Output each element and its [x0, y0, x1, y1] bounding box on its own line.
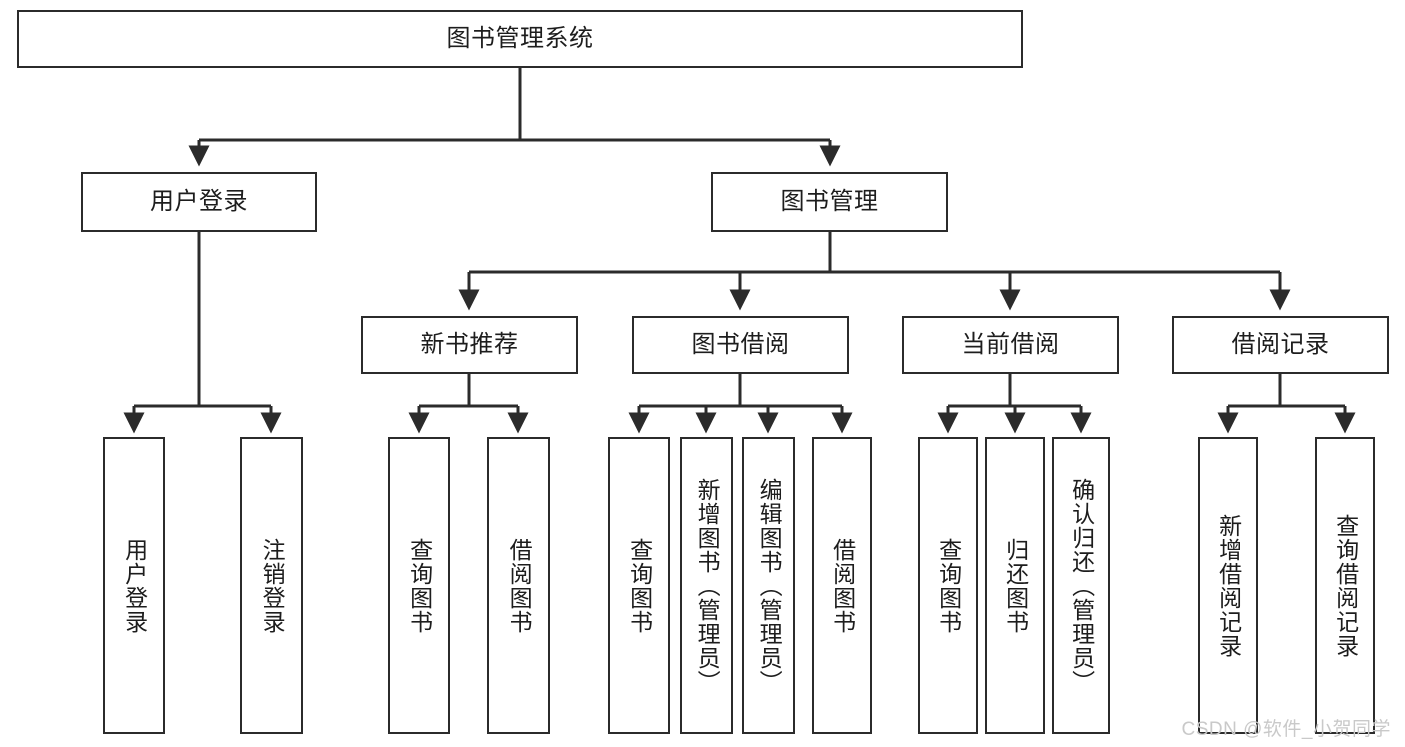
- node-root[interactable]: 图书管理系统: [17, 10, 1023, 68]
- edge-userlogin-to-leaves: [123, 232, 282, 434]
- node-book-borrow-label: 图书借阅: [691, 330, 790, 358]
- node-leaf-logout-label: 注销登录: [259, 537, 286, 634]
- node-leaf-borrow-book-2[interactable]: 借阅图书: [812, 437, 872, 734]
- node-leaf-add-book-label: 新增图书（管理员）: [694, 477, 721, 694]
- node-leaf-return-book[interactable]: 归还图书: [985, 437, 1045, 734]
- edge-root-to-level2: [188, 68, 841, 167]
- node-new-book-recommend-label: 新书推荐: [420, 330, 519, 358]
- node-leaf-query-record[interactable]: 查询借阅记录: [1315, 437, 1375, 734]
- node-book-manage-label: 图书管理: [780, 187, 879, 215]
- node-leaf-query-record-label: 查询借阅记录: [1332, 513, 1359, 658]
- watermark-text: CSDN @软件_小贺同学: [1181, 719, 1391, 740]
- node-leaf-confirm-return[interactable]: 确认归还（管理员）: [1052, 437, 1110, 734]
- node-leaf-borrow-book-2-label: 借阅图书: [829, 537, 856, 634]
- node-leaf-query-book-3-label: 查询图书: [935, 537, 962, 634]
- node-leaf-confirm-return-label: 确认归还（管理员）: [1068, 477, 1095, 694]
- node-current-borrow[interactable]: 当前借阅: [902, 316, 1119, 374]
- node-leaf-edit-book-label: 编辑图书（管理员）: [756, 477, 783, 694]
- edge-newbook-to-leaves: [408, 374, 529, 434]
- node-root-label: 图书管理系统: [446, 24, 594, 52]
- node-leaf-borrow-book-1[interactable]: 借阅图书: [487, 437, 550, 734]
- node-leaf-query-book-3[interactable]: 查询图书: [918, 437, 978, 734]
- node-leaf-add-book[interactable]: 新增图书（管理员）: [680, 437, 733, 734]
- node-leaf-query-book-1[interactable]: 查询图书: [388, 437, 450, 734]
- edge-bookborrow-to-leaves: [628, 374, 853, 434]
- node-leaf-query-book-2-label: 查询图书: [626, 537, 653, 634]
- node-leaf-edit-book[interactable]: 编辑图书（管理员）: [742, 437, 795, 734]
- node-leaf-user-login[interactable]: 用户登录: [103, 437, 165, 734]
- node-leaf-query-book-1-label: 查询图书: [406, 537, 433, 634]
- node-new-book-recommend[interactable]: 新书推荐: [361, 316, 578, 374]
- node-book-borrow[interactable]: 图书借阅: [632, 316, 849, 374]
- node-leaf-return-book-label: 归还图书: [1002, 537, 1029, 634]
- node-leaf-add-record[interactable]: 新增借阅记录: [1198, 437, 1258, 734]
- node-current-borrow-label: 当前借阅: [961, 330, 1060, 358]
- node-borrow-record[interactable]: 借阅记录: [1172, 316, 1389, 374]
- edge-currentborrow-to-leaves: [937, 374, 1092, 434]
- node-leaf-add-record-label: 新增借阅记录: [1215, 513, 1242, 658]
- node-borrow-record-label: 借阅记录: [1231, 330, 1330, 358]
- edge-bookmanage-to-level3: [458, 232, 1291, 311]
- node-user-login[interactable]: 用户登录: [81, 172, 317, 232]
- node-book-manage[interactable]: 图书管理: [711, 172, 948, 232]
- node-leaf-user-login-label: 用户登录: [121, 537, 148, 634]
- node-leaf-query-book-2[interactable]: 查询图书: [608, 437, 670, 734]
- edge-borrowrecord-to-leaves: [1217, 374, 1356, 434]
- node-leaf-logout[interactable]: 注销登录: [240, 437, 303, 734]
- node-leaf-borrow-book-1-label: 借阅图书: [506, 537, 533, 634]
- node-user-login-label: 用户登录: [150, 187, 248, 215]
